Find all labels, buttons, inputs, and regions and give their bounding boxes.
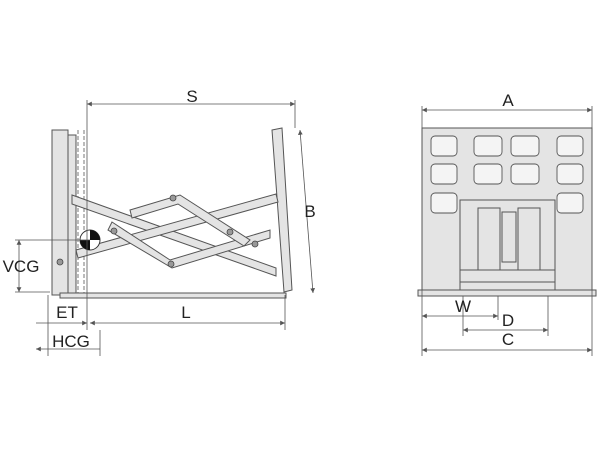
dimension-label-d: D — [501, 311, 515, 330]
front-view — [417, 106, 597, 356]
push-plate — [271, 127, 293, 293]
side-view — [15, 100, 316, 356]
carriage-frame — [51, 129, 69, 296]
dimension-label-w: W — [454, 297, 472, 316]
cylinder-arm — [129, 194, 251, 247]
platen — [59, 292, 287, 299]
mounting-plate — [67, 134, 77, 296]
dimension-label-l: L — [181, 303, 191, 322]
dimension-label-hcg: HCG — [52, 332, 90, 351]
dimension-label-a: A — [502, 91, 514, 110]
dimension-label-c: C — [501, 330, 515, 349]
scissor-arm-2 — [75, 193, 279, 259]
scissor-arm-3 — [107, 221, 271, 269]
scissor-arm-1 — [71, 194, 277, 277]
dimension-label-vcg: VCG — [2, 257, 40, 276]
platen-front — [417, 289, 597, 297]
dimension-label-et: ET — [56, 303, 78, 322]
dimension-label-b: B — [304, 202, 316, 221]
dimension-label-s: S — [186, 87, 198, 106]
